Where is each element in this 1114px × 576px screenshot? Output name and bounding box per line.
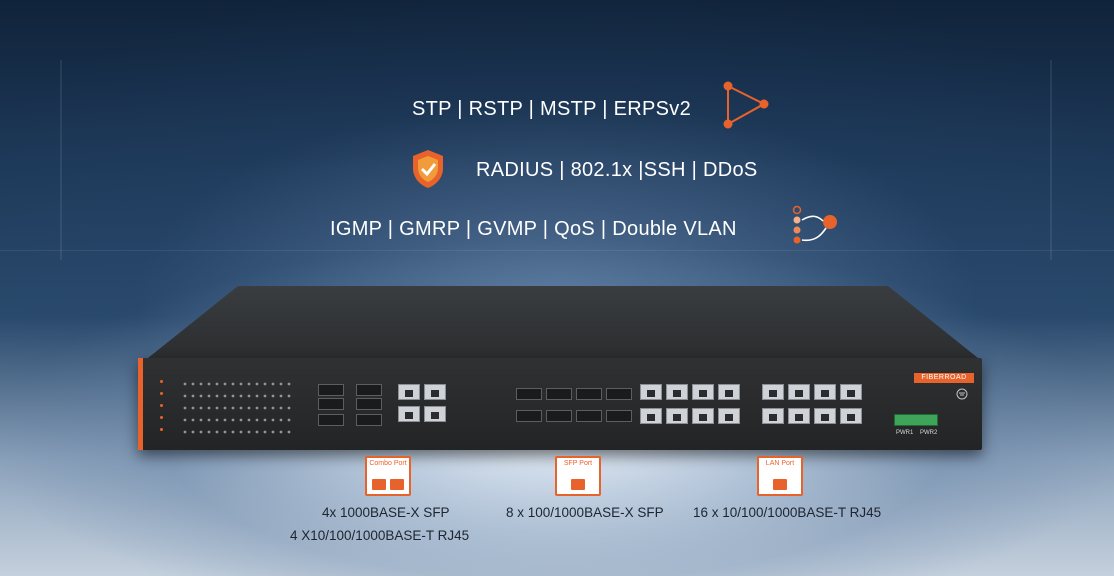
background-grid-line bbox=[60, 60, 62, 260]
badge-title: SFP Port bbox=[563, 460, 593, 467]
status-led bbox=[160, 392, 163, 395]
sfp-slot[interactable] bbox=[318, 384, 344, 396]
ring-topology-icon bbox=[723, 81, 769, 129]
status-led bbox=[160, 404, 163, 407]
lan-block bbox=[762, 380, 874, 436]
lan-port-badge: LAN Port bbox=[757, 456, 803, 496]
rj45-port[interactable] bbox=[840, 408, 862, 424]
sfp-slot[interactable] bbox=[356, 384, 382, 396]
combo-port-caption: 4x 1000BASE-X SFP bbox=[322, 505, 450, 520]
switch-top-panel bbox=[148, 286, 978, 358]
rj45-port[interactable] bbox=[718, 408, 740, 424]
lan-block bbox=[640, 380, 752, 436]
sfp-slot[interactable] bbox=[356, 398, 382, 410]
switch-front-panel: FIBERROAD bbox=[138, 358, 982, 450]
background-grid-line bbox=[1050, 60, 1052, 260]
multicast-icon bbox=[792, 205, 837, 244]
rj45-port[interactable] bbox=[666, 408, 688, 424]
power-terminal-block bbox=[894, 414, 938, 426]
rj45-port[interactable] bbox=[424, 406, 446, 422]
rj45-port[interactable] bbox=[398, 406, 420, 422]
rj45-port-icon bbox=[390, 479, 404, 490]
ground-icon bbox=[956, 388, 968, 400]
status-led bbox=[160, 380, 163, 383]
background-grid-line bbox=[0, 250, 1114, 251]
sfp-module-icon bbox=[571, 479, 585, 490]
sfp-slot[interactable] bbox=[516, 410, 542, 422]
rj45-port[interactable] bbox=[814, 408, 836, 424]
sfp-port-badge: SFP Port bbox=[555, 456, 601, 496]
power-label-2: PWR2 bbox=[920, 430, 938, 436]
sfp-module-icon bbox=[372, 479, 386, 490]
combo-port-badge: Combo Port bbox=[365, 456, 411, 496]
rj45-port[interactable] bbox=[762, 384, 784, 400]
brand-label: FIBERROAD bbox=[914, 373, 974, 383]
port-led-matrix bbox=[183, 382, 291, 434]
lan-port-caption: 16 x 10/100/1000BASE-T RJ45 bbox=[693, 505, 882, 520]
combo-port-caption-line2: 4 X10/100/1000BASE-T RJ45 bbox=[290, 528, 470, 543]
rj45-port[interactable] bbox=[424, 384, 446, 400]
security-shield-icon bbox=[413, 150, 443, 188]
rj45-port[interactable] bbox=[788, 384, 810, 400]
rj45-port[interactable] bbox=[788, 408, 810, 424]
rj45-port[interactable] bbox=[718, 384, 740, 400]
sfp-slot[interactable] bbox=[318, 414, 344, 426]
rj45-port[interactable] bbox=[814, 384, 836, 400]
rj45-port[interactable] bbox=[640, 408, 662, 424]
rj45-port[interactable] bbox=[640, 384, 662, 400]
sfp-slot[interactable] bbox=[516, 388, 542, 400]
power-label-1: PWR1 bbox=[896, 430, 914, 436]
sfp-slot[interactable] bbox=[576, 410, 602, 422]
sfp-slot[interactable] bbox=[606, 410, 632, 422]
sfp-slot[interactable] bbox=[546, 388, 572, 400]
status-led bbox=[160, 416, 163, 419]
sfp-port-caption: 8 x 100/1000BASE-X SFP bbox=[506, 505, 664, 520]
sfp-slot[interactable] bbox=[606, 388, 632, 400]
badge-title: LAN Port bbox=[765, 460, 795, 467]
rj45-port-icon bbox=[773, 479, 787, 490]
rj45-port[interactable] bbox=[840, 384, 862, 400]
sfp-slot[interactable] bbox=[356, 414, 382, 426]
feature-line-multicast: IGMP | GMRP | GVMP | QoS | Double VLAN bbox=[330, 218, 737, 240]
rj45-port[interactable] bbox=[666, 384, 688, 400]
combo-sfp-block bbox=[318, 380, 398, 436]
led-panel bbox=[150, 372, 310, 442]
rj45-port[interactable] bbox=[398, 384, 420, 400]
front-accent-strip bbox=[138, 358, 143, 450]
sfp-slot[interactable] bbox=[546, 410, 572, 422]
rj45-port[interactable] bbox=[692, 408, 714, 424]
status-led bbox=[160, 428, 163, 431]
feature-line-redundancy: STP | RSTP | MSTP | ERPSv2 bbox=[412, 98, 692, 120]
sfp-block bbox=[516, 380, 640, 436]
badge-title: Combo Port bbox=[369, 460, 407, 467]
feature-line-security: RADIUS | 802.1x |SSH | DDoS bbox=[476, 159, 758, 181]
sfp-slot[interactable] bbox=[318, 398, 344, 410]
sfp-slot[interactable] bbox=[576, 388, 602, 400]
rj45-port[interactable] bbox=[762, 408, 784, 424]
combo-rj45-block bbox=[398, 380, 450, 436]
rj45-port[interactable] bbox=[692, 384, 714, 400]
